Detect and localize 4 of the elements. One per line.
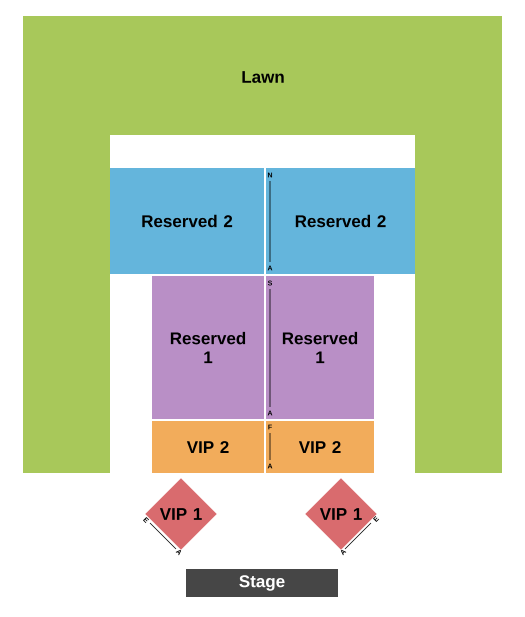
seating-section: Reserved 2 xyxy=(110,168,264,274)
seating-section: Reserved 1 xyxy=(152,276,264,419)
seating-section: VIP 2 xyxy=(152,421,264,473)
stage: Stage xyxy=(186,569,338,597)
